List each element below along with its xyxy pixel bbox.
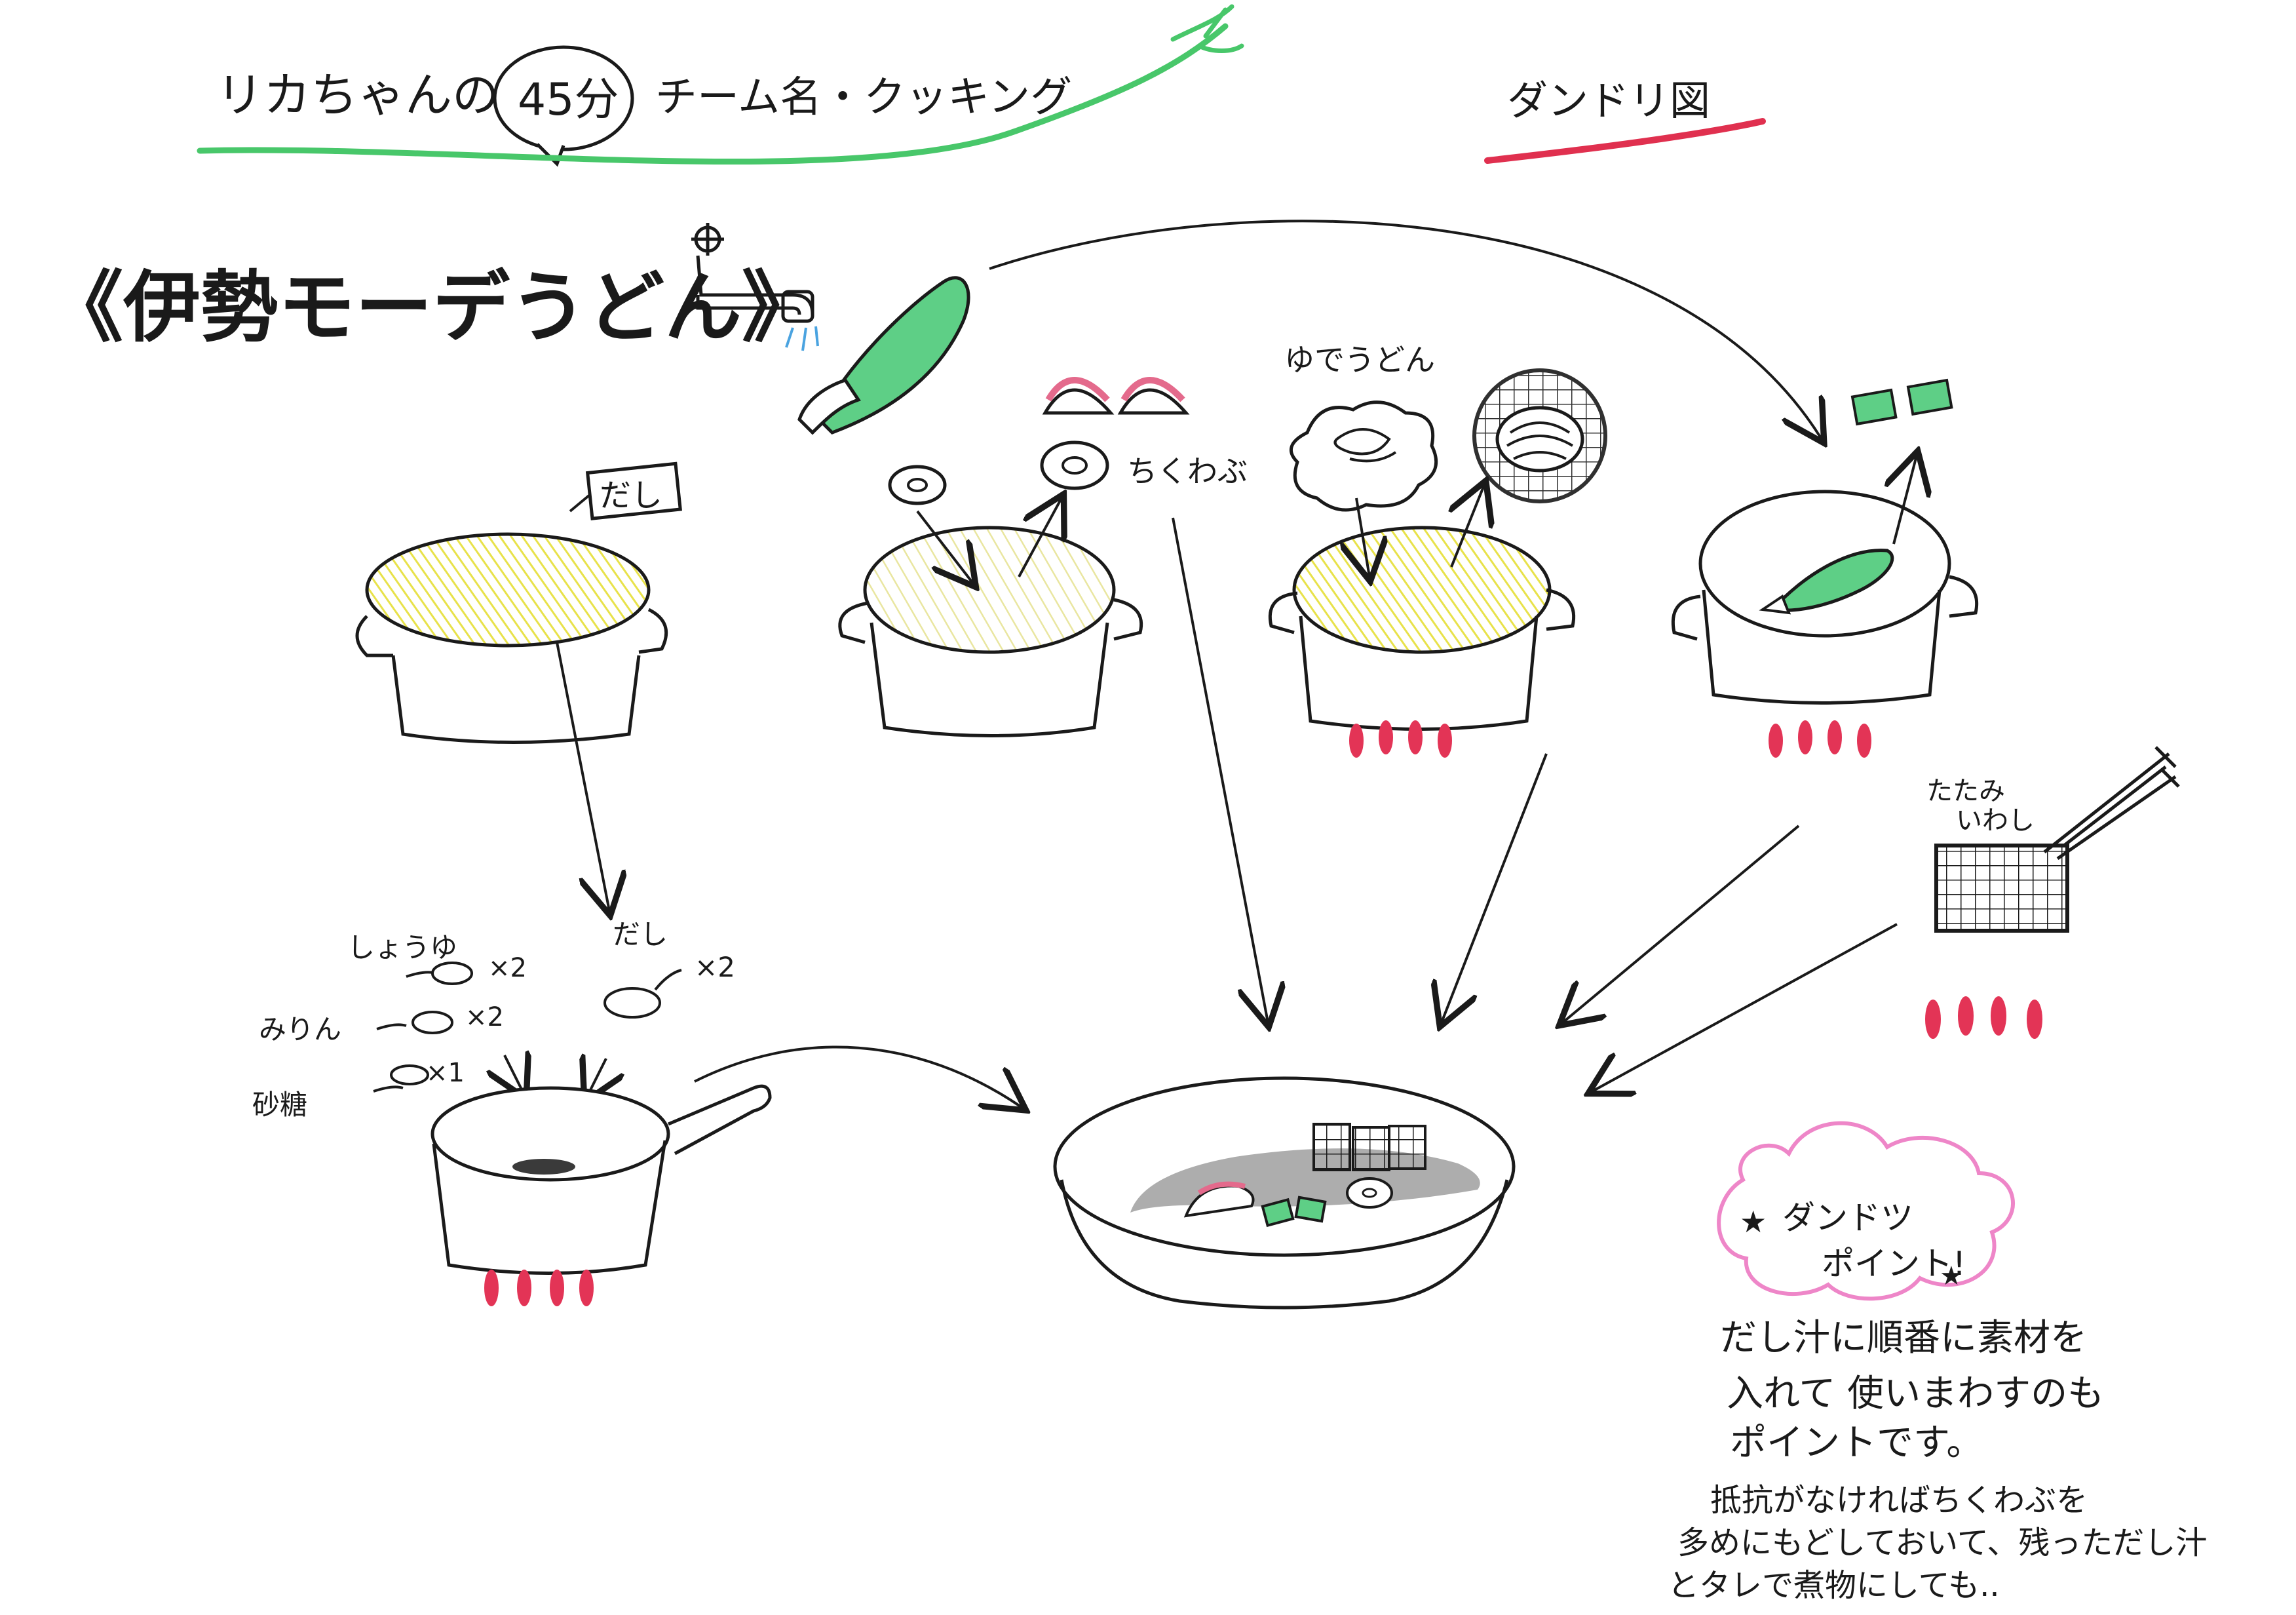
point-bubble [1717, 1121, 2016, 1301]
grill-basket-icon [1934, 746, 2180, 933]
seasoning-shoyu-qty: ×2 [488, 953, 527, 983]
tatami-label-1: たたみ [1926, 776, 2005, 806]
faucet-icon [691, 223, 819, 351]
kamaboko-icon [1042, 377, 1190, 415]
header: リカちゃんの 45分 チーム名・クッキング ダンドリ図 [197, 4, 1766, 167]
chikuwabu-label: ちくわぶ [1127, 454, 1248, 489]
serving-bowl [1053, 1076, 1516, 1310]
point-body-1: だし汁に順番に素材を [1720, 1317, 2087, 1359]
point-bubble-line2: ポイント! [1822, 1245, 1966, 1283]
seasonings: しょうゆ ×2 みりん ×2 砂糖 ×1 だし ×2 [252, 918, 735, 1121]
title-suffix: チーム名・クッキング [655, 73, 1072, 122]
pot-chikuwabu: ちくわぶ [838, 377, 1248, 737]
tatami-label-2: いわし [1956, 806, 2035, 836]
arrow-iwashi-to-bowl [1592, 923, 1898, 1091]
seasoning-mirin-qty: ×2 [465, 1002, 504, 1032]
bubble-text: 45分 [518, 74, 619, 126]
udon-noodles-icon [1290, 400, 1438, 512]
point-section: ★ ダンドツ ポイント! ★ だし汁に順番に素材を 入れて 使いまわすのも ポイ… [1668, 1121, 2207, 1604]
tatami-iwashi: たたみ いわし [1925, 746, 2180, 1039]
saucepan [430, 1084, 772, 1306]
seasoning-dashi: だし [613, 918, 668, 950]
arrow-udon-to-bowl [1442, 753, 1548, 1022]
arrow-sauce-to-bowl [694, 1045, 1022, 1108]
star-icon: ★ [1940, 1261, 1963, 1291]
recipe-title: 《伊勢モーデうどん》 [46, 262, 819, 353]
point-note-1: 抵抗がなければちくわぶを [1710, 1482, 2088, 1519]
point-note-3: とタレで煮物にしても.. [1668, 1567, 2000, 1604]
flame-icon [484, 1270, 594, 1306]
arrow-negi-to-pot [989, 220, 1822, 439]
point-body-3: ポイントです。 [1730, 1422, 1983, 1464]
pot-negi [1671, 378, 1979, 758]
arrow-negi-to-bowl [1563, 825, 1800, 1022]
dashi-tag: だし [600, 477, 662, 514]
speech-bubble: 45分 [493, 45, 634, 167]
pot-dashi: だし [355, 461, 682, 744]
negi-pieces-icon [1850, 378, 1953, 426]
flame-icon [1349, 720, 1452, 758]
green-underline [197, 23, 1229, 165]
seasoning-sugar: 砂糖 [252, 1089, 307, 1121]
arrow-dashi-to-sauce [556, 642, 609, 911]
title-prefix: リカちゃんの [216, 68, 499, 123]
pot-udon: ゆでうどん [1268, 342, 1607, 758]
chikuwabu-ring-icon [888, 440, 1109, 505]
seasoning-shoyu: しょうゆ [347, 931, 457, 963]
negi-icon [797, 276, 970, 435]
point-bubble-line1: ダンドツ [1782, 1199, 1913, 1237]
point-note-2: 多めにもどしておいて、残っただし汁 [1677, 1525, 2207, 1561]
flame-icon [1769, 720, 1871, 758]
arrow-chikuwabu-to-bowl [1172, 517, 1268, 1022]
diagram-label: ダンドリ図 [1507, 77, 1710, 125]
flame-icon [1925, 996, 2042, 1039]
seasoning-dashi-qty: ×2 [695, 951, 735, 983]
point-body-2: 入れて 使いまわすのも [1727, 1372, 2104, 1415]
seasoning-sugar-qty: ×1 [426, 1058, 465, 1088]
sprout-leaf [1170, 4, 1244, 53]
yude-udon-label: ゆでうどん [1284, 342, 1435, 378]
red-underline [1484, 118, 1766, 164]
strainer-icon [1472, 368, 1607, 503]
seasoning-mirin: みりん [259, 1013, 341, 1045]
star-icon: ★ [1740, 1204, 1767, 1239]
